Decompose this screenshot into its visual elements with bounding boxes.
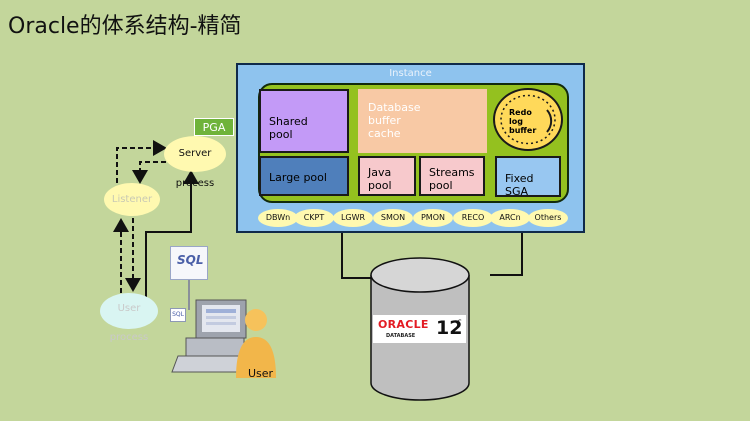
computer-icon	[171, 299, 253, 373]
instance-db-connector-left	[341, 233, 378, 279]
user-process-line-1: User	[117, 303, 141, 314]
user-process: User process	[100, 293, 158, 343]
fixed-sga-line-1: Fixed	[505, 172, 534, 185]
process-reco: RECO	[453, 209, 493, 227]
user-process-line-2: process	[109, 332, 149, 343]
large-pool: Large pool	[259, 156, 349, 196]
listener: Listener	[104, 183, 160, 216]
instance-label: Instance	[389, 68, 432, 79]
db-buffer-line-1: Database	[368, 101, 421, 114]
process-pmon: PMON	[413, 209, 453, 227]
logo-superscript: c	[457, 317, 462, 326]
streams-pool-line-1: Streams	[429, 166, 475, 179]
logo-version: 12	[436, 317, 463, 339]
user-to-server-line	[145, 170, 199, 311]
page-title: Oracle的体系结构-精简	[8, 14, 242, 39]
sql-sign: SQL	[170, 246, 208, 280]
db-buffer-line-2: buffer	[368, 114, 401, 127]
user-process-label: User process	[100, 293, 158, 344]
process-lgwr: LGWR	[333, 209, 373, 227]
logo-database-text: DATABASE	[386, 333, 416, 339]
process-dbwn: DBWn	[258, 209, 298, 227]
server-process: Server process	[164, 136, 226, 189]
server-process-label: Server process	[164, 136, 226, 190]
sql-sign-label: SQL	[177, 253, 204, 267]
db-buffer-line-3: cache	[368, 127, 401, 140]
oracle-12c-logo: ORACLE DATABASE 12 c	[373, 315, 466, 343]
streams-pool-line-2: pool	[429, 179, 453, 192]
logo-oracle-text: ORACLE	[378, 318, 429, 331]
pga-label: PGA	[194, 118, 234, 136]
process-ckpt: CKPT	[294, 209, 334, 227]
fixed-sga-line-2: SGA	[505, 185, 529, 198]
process-arcn: ARCn	[490, 209, 530, 227]
java-pool-line-2: pool	[368, 179, 392, 192]
instance-db-connector-right	[490, 233, 523, 276]
redo-line-1: Redo	[509, 108, 532, 117]
redo-line-2: log buffer	[509, 117, 537, 135]
java-pool-line-1: Java	[368, 166, 392, 179]
listener-to-server-dashed	[116, 140, 167, 191]
sql-small-tag: SQL	[170, 308, 186, 322]
shared-pool-line-1: Shared	[269, 115, 308, 128]
shared-pool-line-2: pool	[269, 128, 293, 141]
redo-log-buffer-ring	[500, 94, 556, 145]
process-smon: SMON	[373, 209, 413, 227]
process-others: Others	[528, 209, 568, 227]
user-person-icon	[236, 309, 276, 378]
server-process-line-1: Server	[178, 148, 212, 159]
large-pool-label: Large pool	[269, 171, 327, 184]
user-label: User	[248, 367, 274, 380]
server-process-line-2: process	[175, 178, 215, 189]
server-to-listener-dashed	[132, 161, 166, 184]
